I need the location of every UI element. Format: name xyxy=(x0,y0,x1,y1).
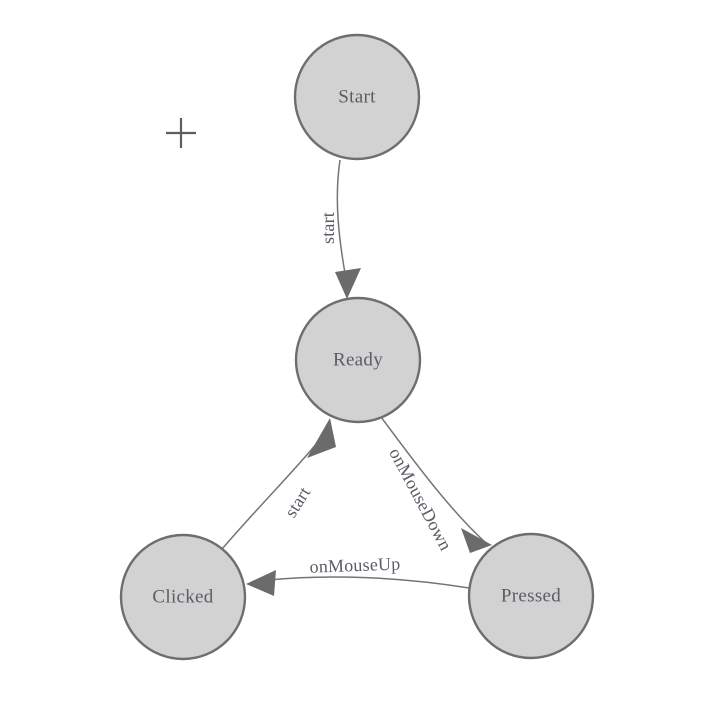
node-shape[interactable] xyxy=(294,296,422,424)
edge-line xyxy=(221,442,318,550)
arrow-head-icon xyxy=(307,418,336,458)
arrow-head-icon xyxy=(335,268,361,299)
node-label-pressed: Pressed xyxy=(501,585,561,606)
node-shape[interactable] xyxy=(293,33,421,161)
edge-line xyxy=(380,416,487,544)
edge-ready-to-pressed[interactable]: onMouseDown xyxy=(380,416,492,554)
node-pressed[interactable]: Pressed xyxy=(467,532,595,660)
node-label-ready: Ready xyxy=(333,349,383,370)
node-shape[interactable] xyxy=(119,533,247,661)
edge-pressed-to-clicked[interactable]: onMouseUp xyxy=(246,554,470,596)
node-clicked[interactable]: Clicked xyxy=(119,533,247,661)
edge-label-pressed-to-clicked: onMouseUp xyxy=(309,554,400,577)
node-label-clicked: Clicked xyxy=(152,586,213,607)
node-ready[interactable]: Ready xyxy=(294,296,422,424)
node-shape[interactable] xyxy=(467,532,595,660)
node-label-start: Start xyxy=(338,86,376,107)
crosshair-icon xyxy=(166,118,196,148)
edge-start-to-ready[interactable]: start xyxy=(318,159,361,299)
node-start[interactable]: Start xyxy=(293,33,421,161)
edge-line xyxy=(267,576,470,589)
edge-line xyxy=(336,159,347,280)
arrow-head-icon xyxy=(246,570,276,596)
edge-label-clicked-to-ready: start xyxy=(280,483,314,521)
edge-clicked-to-ready[interactable]: start xyxy=(221,418,336,550)
edge-label-start-to-ready: start xyxy=(318,212,338,244)
arrow-head-icon xyxy=(461,528,492,553)
